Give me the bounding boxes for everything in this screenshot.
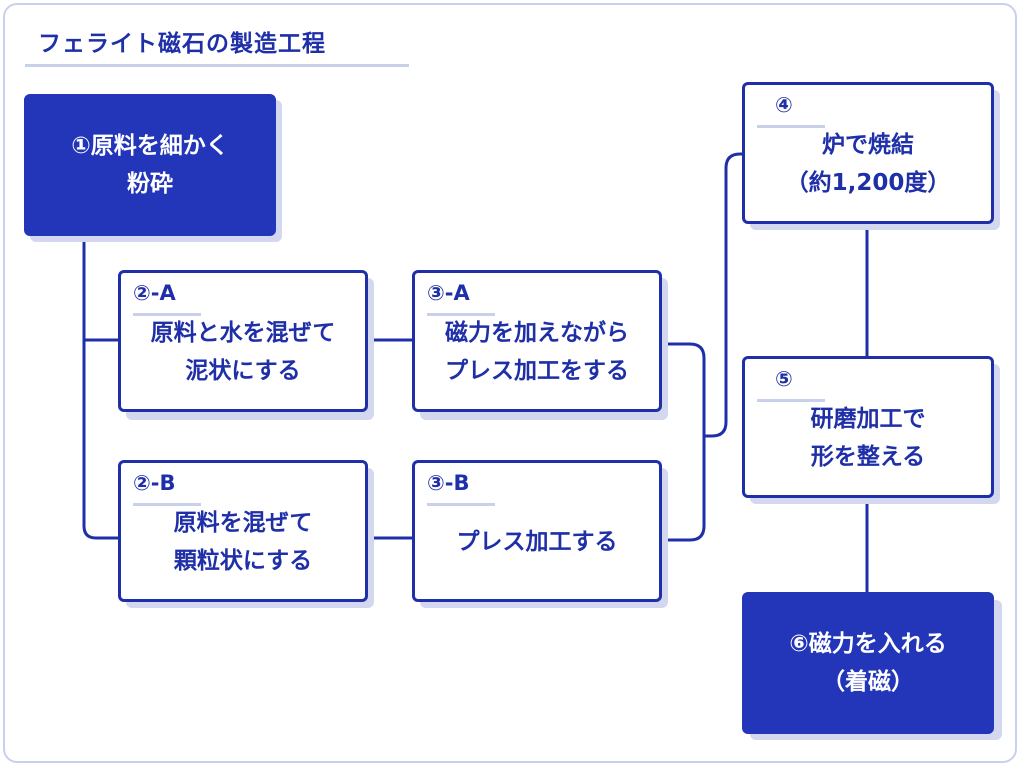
node-3a-line-2: プレス加工をする — [445, 358, 629, 384]
node-3a-line-1: 磁力を加えながら — [445, 320, 629, 346]
node-2a-line-2: 泥状にする — [185, 358, 301, 384]
node-5-step-underline — [757, 399, 825, 402]
node-5-line-2: 形を整える — [810, 444, 926, 470]
node-4-line-1: 炉で焼結 — [821, 132, 914, 158]
node-3b-line-1: プレス加工する — [456, 529, 618, 555]
node-4-sinter: ④ 炉で焼結 （約1,200度） — [742, 82, 994, 224]
node-1-line-2: 粉砕 — [126, 171, 173, 197]
node-2b-text: 原料を混ぜて 顆粒状にする — [174, 504, 313, 580]
node-2a-step-underline — [133, 313, 201, 316]
node-2a-line-1: 原料と水を混ぜて — [150, 320, 336, 346]
node-3b-text: プレス加工する — [457, 523, 618, 561]
title-underline — [25, 64, 409, 67]
node-2b-step-label: ②-B — [133, 471, 176, 495]
node-3a-magnetic-press: ③-A 磁力を加えながら プレス加工をする — [412, 270, 662, 412]
node-3a-text: 磁力を加えながら プレス加工をする — [445, 314, 629, 390]
connector-1-to-2 — [82, 234, 122, 540]
node-4-step-underline — [757, 125, 825, 128]
node-4-step-label: ④ — [775, 93, 793, 117]
node-6-text: ⑥磁力を入れる （着磁） — [789, 625, 946, 701]
node-5-step-label: ⑤ — [775, 367, 793, 391]
node-3a-step-label: ③-A — [427, 281, 470, 305]
node-2a-slurry: ②-A 原料と水を混ぜて 泥状にする — [118, 270, 368, 412]
node-1-text: ①原料を細かく 粉砕 — [71, 127, 228, 203]
connector-3-to-4 — [660, 152, 746, 542]
node-3a-step-underline — [427, 313, 495, 316]
node-3b-step-underline — [427, 503, 495, 506]
node-2b-line-1: 原料を混ぜて — [173, 510, 313, 536]
node-2a-text: 原料と水を混ぜて 泥状にする — [151, 314, 336, 390]
node-6-magnetize: ⑥磁力を入れる （着磁） — [742, 592, 994, 734]
node-6-line-1: ⑥磁力を入れる — [789, 631, 947, 657]
node-5-polish: ⑤ 研磨加工で 形を整える — [742, 356, 994, 498]
node-5-text: 研磨加工で 形を整える — [811, 400, 926, 476]
node-3b-press: ③-B プレス加工する — [412, 460, 662, 602]
node-5-line-1: 研磨加工で — [810, 406, 926, 432]
diagram-title: フェライト磁石の製造工程 — [38, 31, 326, 57]
node-1-line-1: ①原料を細かく — [71, 133, 229, 159]
node-4-text: 炉で焼結 （約1,200度） — [786, 126, 951, 202]
node-2b-step-underline — [133, 503, 201, 506]
node-3b-step-label: ③-B — [427, 471, 470, 495]
node-4-line-2: （約1,200度） — [785, 170, 951, 196]
node-2a-step-label: ②-A — [133, 281, 176, 305]
node-1-grind: ①原料を細かく 粉砕 — [24, 94, 276, 236]
node-6-line-2: （着磁） — [821, 669, 914, 695]
node-2b-line-2: 顆粒状にする — [173, 548, 313, 574]
node-2b-granule: ②-B 原料を混ぜて 顆粒状にする — [118, 460, 368, 602]
